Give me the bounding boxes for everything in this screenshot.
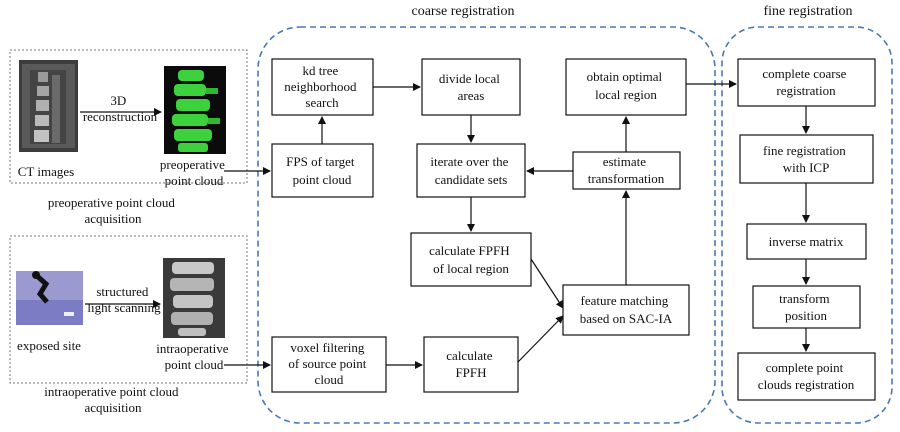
kd-tree-search-text: kd tree neighborhood search	[284, 63, 359, 110]
reconstruction-label: 3D reconstruction	[83, 93, 158, 124]
fine-icp-text: fine registration with ICP	[763, 143, 849, 175]
fpfh-local-box	[410, 232, 532, 287]
feature-matching-text: feature matching based on SAC-IA	[580, 293, 673, 326]
robot-arm-scene-image	[16, 271, 83, 325]
complete-coarse-text: complete coarse registration	[762, 66, 849, 98]
iterate-candidates-box	[416, 143, 526, 198]
obtain-optimal-box	[565, 58, 687, 116]
ct-images-label: CT images	[18, 164, 74, 179]
feature-matching-box	[562, 284, 690, 336]
fine-icp-box	[739, 134, 874, 184]
arrow-calc-to-matching	[517, 315, 564, 363]
intraoperative-point-cloud-label: intraoperative point cloud	[156, 341, 231, 372]
arrow-fpfh-local-to-matching	[530, 258, 564, 309]
preoperative-group-box	[9, 49, 248, 184]
fps-target-text: FPS of target point cloud	[286, 154, 358, 187]
complete-coarse-box	[737, 58, 876, 107]
divide-local-areas-text: divide local areas	[439, 71, 503, 103]
preoperative-point-cloud-label: preoperative point cloud	[160, 157, 228, 188]
complete-point-clouds-text: complete point clouds registration	[758, 360, 855, 392]
iterate-candidates-text: iterate over the candidate sets	[430, 154, 511, 187]
divide-local-areas-box	[421, 58, 521, 116]
complete-point-clouds-box	[737, 352, 876, 401]
fine-registration-group	[721, 26, 893, 424]
inverse-matrix-text: inverse matrix	[769, 234, 844, 249]
intraoperative-acquisition-title: intraoperative point cloud acquisition	[44, 384, 182, 415]
calculate-fpfh-text: calculate FPFH	[446, 348, 495, 380]
fpfh-local-text: calculate FPFH of local region	[429, 243, 513, 276]
fine-registration-title: fine registration	[763, 4, 852, 19]
coarse-registration-title: coarse registration	[411, 4, 514, 19]
gray-spine-pointcloud-image	[163, 258, 225, 338]
fps-target-box	[271, 143, 374, 198]
green-spine-model-image	[164, 66, 226, 154]
voxel-filtering-text: voxel filtering of source point cloud	[288, 340, 369, 387]
scanning-label: structured light scanning	[87, 284, 161, 315]
ct-scan-image	[19, 60, 78, 152]
preoperative-acquisition-title: preoperative point cloud acquisition	[48, 195, 178, 226]
estimate-transformation-text: estimate transformation	[588, 154, 665, 186]
kd-tree-search-box	[271, 58, 374, 116]
transform-position-text: transform position	[779, 291, 833, 323]
transform-position-box	[752, 285, 861, 329]
calculate-fpfh-box	[423, 336, 519, 393]
obtain-optimal-text: obtain optimal local region	[587, 69, 666, 102]
coarse-registration-group	[257, 26, 716, 424]
inverse-matrix-box	[746, 223, 867, 260]
exposed-site-label: exposed site	[17, 338, 81, 353]
